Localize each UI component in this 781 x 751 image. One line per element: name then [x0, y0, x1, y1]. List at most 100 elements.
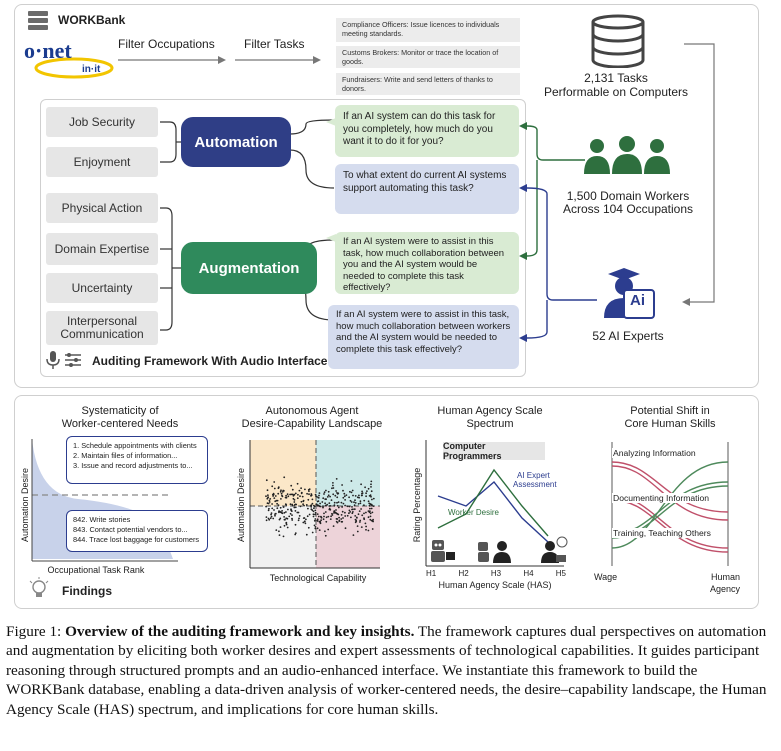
scatter-point [314, 493, 317, 496]
scatter-point [266, 502, 269, 505]
scatter-point [350, 480, 353, 482]
scatter-point [343, 495, 346, 498]
scatter-point [265, 505, 267, 508]
sample-task-1: Compliance Officers: Issue licences to i… [336, 18, 520, 42]
scatter-point [320, 515, 322, 518]
scatter-point [324, 530, 326, 533]
filter-occupations-label: Filter Occupations [118, 37, 215, 51]
scatter-point [300, 487, 302, 490]
scatter-point [307, 507, 309, 510]
scatter-point [350, 501, 353, 503]
scatter-point [297, 493, 299, 496]
scatter-point [290, 484, 293, 487]
workers-label-2: Across 104 Occupations [562, 202, 694, 216]
scatter-point [348, 496, 350, 499]
scatter-point [323, 512, 325, 515]
scatter-point [324, 498, 327, 500]
scatter-point [305, 533, 308, 536]
robot-icon [428, 538, 456, 569]
scatter-point [325, 520, 328, 523]
scatter-point [294, 492, 297, 495]
filter-arrows [118, 56, 321, 64]
scatter-point [302, 499, 305, 502]
scatter-point [293, 499, 296, 501]
scatter-point [368, 504, 371, 507]
stack-icon [27, 10, 49, 37]
scatter-point [318, 529, 321, 531]
scatter-point [302, 521, 305, 524]
finding1-ylabel: Automation Desire [20, 467, 30, 543]
scatter-point [270, 512, 273, 514]
scatter-point [338, 520, 341, 522]
finding4-title-2: Core Human Skills [624, 418, 716, 430]
scatter-point [316, 527, 319, 530]
finding4-left-axis: Wage [594, 572, 618, 582]
scatter-point [344, 515, 347, 517]
scatter-point [365, 511, 367, 514]
scatter-point [319, 521, 322, 524]
scatter-point [279, 526, 282, 528]
scatter-point [344, 504, 346, 507]
scatter-point [324, 511, 327, 513]
scatter-point [338, 516, 340, 519]
scatter-point [336, 504, 339, 507]
scatter-point [344, 511, 346, 514]
scatter-point [317, 515, 320, 518]
database-icon [590, 14, 646, 73]
scatter-point [353, 501, 355, 504]
scatter-point [288, 515, 291, 518]
scatter-point [325, 489, 327, 492]
finding1-top-task-1: 1. Schedule appointments with clients [73, 441, 197, 450]
scatter-point [297, 519, 300, 522]
scatter-point [367, 516, 370, 519]
scatter-point [335, 490, 337, 492]
scatter-point [308, 513, 311, 516]
scatter-point [371, 504, 373, 507]
scatter-point [311, 502, 314, 505]
scatter-point [319, 505, 322, 508]
scatter-point [268, 501, 271, 503]
workers-icon [582, 134, 672, 181]
scatter-point [327, 528, 330, 531]
scatter-point [332, 484, 334, 487]
finding1-bottom-task-2: 843. Contact potential vendors to... [73, 525, 188, 534]
scatter-point [291, 519, 294, 521]
scatter-point [279, 490, 282, 493]
scatter-point [327, 490, 330, 493]
finding1-bottom-task-1: 842. Write stories [73, 515, 131, 524]
scatter-point [314, 518, 317, 520]
scatter-point [329, 495, 331, 498]
scatter-point [280, 498, 282, 500]
scatter-point [317, 500, 320, 502]
filter-tasks-label: Filter Tasks [244, 37, 305, 51]
automation-pill: Automation [181, 117, 291, 167]
scatter-point [368, 511, 371, 514]
scatter-point [331, 512, 333, 515]
skill-training: Training, Teaching Others [612, 528, 712, 538]
scatter-point [361, 494, 363, 497]
scatter-point [293, 506, 296, 509]
scatter-point [294, 510, 297, 512]
scatter-point [332, 525, 335, 527]
scatter-point [286, 526, 289, 529]
scatter-point [285, 511, 287, 513]
scatter-point [272, 517, 275, 520]
tick-h2: H2 [458, 569, 469, 578]
scatter-point [372, 520, 374, 523]
scatter-point [274, 500, 277, 503]
factor-interpersonal-communication: Interpersonal Communication [46, 311, 158, 345]
tick-h3: H3 [490, 569, 502, 578]
scatter-point [287, 495, 290, 498]
participant-connectors [519, 122, 597, 342]
person-at-laptop-icon-2 [538, 536, 570, 569]
scatter-point [356, 496, 359, 499]
scatter-point [306, 492, 308, 495]
scatter-point [363, 518, 366, 521]
scatter-point [348, 505, 351, 508]
question-automation-worker: If an AI system can do this task for you… [335, 105, 519, 157]
scatter-point [352, 511, 354, 513]
scatter-point [315, 495, 318, 498]
scatter-point [322, 505, 324, 508]
microphone-icon [46, 350, 60, 375]
scatter-point [352, 508, 354, 511]
